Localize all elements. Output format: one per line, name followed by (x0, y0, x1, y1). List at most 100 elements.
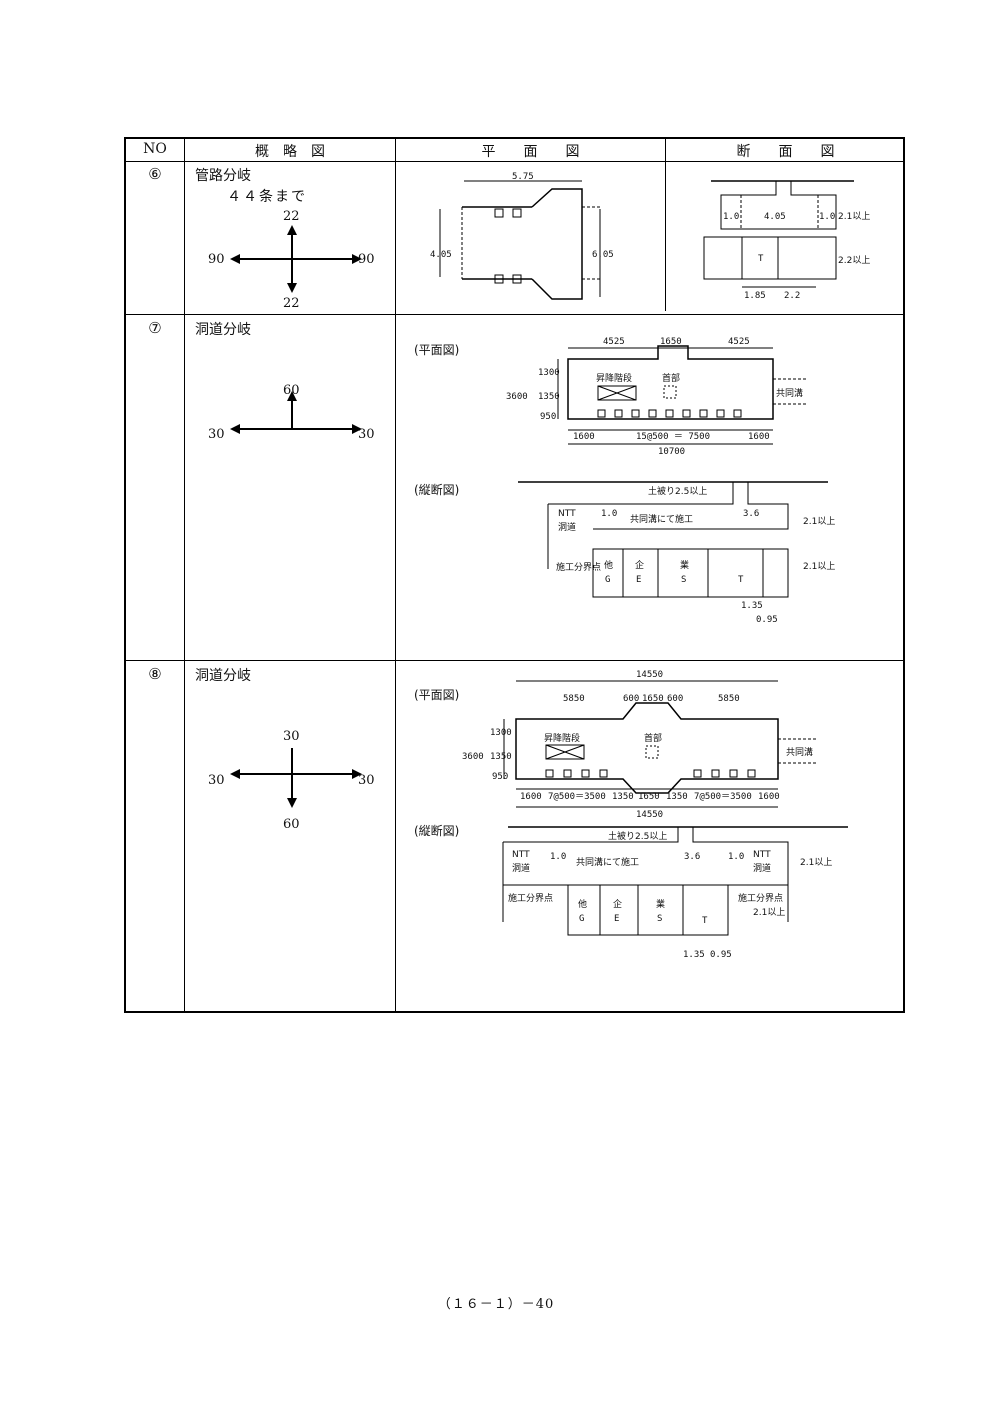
dimension-label: 600 (667, 694, 683, 704)
dimension-label: 1600 (520, 792, 542, 802)
dimension-label: 7@500＝3500 (548, 792, 606, 802)
row-title: 洞道分岐 (195, 322, 251, 338)
plan-label: (平面図) (414, 343, 459, 357)
dimension-label: 1350 (538, 392, 560, 402)
dimension-label: 14550 (636, 670, 663, 680)
header-plan: 平 面 図 (481, 144, 580, 160)
dimension-label: 洞道 (512, 862, 530, 874)
dimension-label: 14550 (636, 810, 663, 820)
dimension-label: T (702, 916, 708, 926)
section-drawing: 1.0 4.05 1.0 2.1以上 T 2.2以上 1.85 2.2 (703, 180, 870, 301)
tee-arrow-diagram (230, 391, 362, 434)
dimension-label: 0.95 (756, 615, 778, 625)
dimension-label: 950 (540, 412, 556, 422)
header-no: NO (143, 141, 167, 157)
dimension-label: 他 (578, 898, 587, 910)
dimension-label: 2.1以上 (800, 857, 832, 868)
dimension-label: 1300 (538, 368, 560, 378)
plan-and-long-drawing: (平面図) 4525 1650 4525 1300 1350 950 3600 … (414, 337, 835, 625)
dimension-label: 1350 (612, 792, 634, 802)
dimension-label: 5850 (563, 694, 585, 704)
dimension-label: E (636, 575, 641, 585)
sketch-top-value: 60 (283, 383, 300, 398)
dimension-label: 3.6 (743, 509, 759, 519)
dimension-label: 1650 (642, 694, 664, 704)
section-h1: 2.1以上 (838, 211, 870, 222)
header-section: 断 面 図 (736, 144, 835, 160)
dimension-label: 2.1以上 (753, 907, 785, 918)
dimension-label: 1.0 (728, 852, 744, 862)
row-number: ⑧ (148, 665, 162, 683)
dimension-label: G (605, 575, 610, 585)
dimension-label: 施工分界点 (738, 892, 783, 904)
dimension-label: 1350 (490, 752, 512, 762)
dimension-label: 企 (635, 559, 644, 571)
dimension-label: 1650 (638, 792, 660, 802)
dimension-label: 1600 (758, 792, 780, 802)
dimension-label: 業 (680, 559, 689, 571)
dimension-label: 3.6 (684, 852, 700, 862)
dimension-label: 3600 (506, 392, 528, 402)
col-divider (665, 139, 666, 311)
dimension-label: 4525 (728, 337, 750, 347)
dimension-label: 0.95 (710, 950, 732, 960)
dimension-label: 600 (623, 694, 639, 704)
cable-hole-row (545, 769, 756, 778)
dimension-label: 昇降階段 (596, 372, 632, 384)
cable-hole-row (597, 409, 742, 418)
section-d3: 1.0 (819, 212, 835, 222)
dimension-label: 1300 (490, 728, 512, 738)
dimension-label: 2.1以上 (803, 516, 835, 527)
plan-drawing: 5.75 4.05 6.05 (430, 172, 614, 300)
dimension-label: 7@500＝3500 (694, 792, 752, 802)
sketch-right-value: 30 (358, 427, 375, 442)
section-b1: 1.85 (744, 291, 766, 301)
dimension-label: 5850 (718, 694, 740, 704)
dimension-label: 洞道 (558, 521, 576, 533)
sketch-right-value: 30 (358, 773, 375, 788)
dimension-label: 1.35 (741, 601, 763, 611)
dimension-label: 950 (492, 772, 508, 782)
plan-dim-right: 6.05 (592, 250, 614, 260)
cross-arrow-diagram (230, 748, 362, 808)
dimension-label: 15@500 ＝ 7500 (636, 432, 710, 442)
dimension-label: 企 (613, 898, 622, 910)
long-label: (縦断図) (414, 482, 459, 497)
dimension-label: 4525 (603, 337, 625, 347)
dimension-label: 10700 (658, 447, 685, 457)
dimension-label: 共同溝 (776, 387, 803, 399)
dimension-label: T (738, 575, 744, 585)
sketch-left-value: 90 (208, 252, 225, 267)
sketch-left-value: 30 (208, 773, 225, 788)
dimension-label: E (614, 914, 619, 924)
branch-table: NO 概 略 図 平 面 図 断 面 図 ⑥ 管路分岐 ４４条まで 22 90 … (124, 137, 905, 1013)
dimension-label: 1.0 (550, 852, 566, 862)
row-subtitle: ４４条まで (227, 189, 307, 205)
plan-and-long-drawing: (平面図) 14550 5850 600 1650 600 5850 1300 … (414, 670, 848, 960)
section-t: T (758, 254, 764, 264)
cross-arrow-diagram (230, 225, 362, 293)
dimension-label: 他 (604, 559, 613, 571)
row-divider (126, 660, 903, 661)
long-label: (縦断図) (414, 823, 459, 838)
row-title: 洞道分岐 (195, 668, 251, 684)
section-b2: 2.2 (784, 291, 800, 301)
col-divider (184, 139, 185, 1011)
dimension-label: 首部 (662, 372, 680, 384)
row-number: ⑦ (148, 319, 162, 337)
sketch-top-value: 30 (283, 729, 300, 744)
dimension-label: 土被り2.5以上 (648, 485, 707, 497)
dimension-label: S (657, 914, 662, 924)
dimension-label: 土被り2.5以上 (608, 830, 667, 842)
section-d2: 4.05 (764, 212, 786, 222)
dimension-label: NTT (558, 509, 576, 519)
dimension-label: G (579, 914, 584, 924)
row-title: 管路分岐 (195, 168, 251, 184)
col-divider (395, 139, 396, 1011)
section-h2: 2.2以上 (838, 255, 870, 266)
dimension-label: 洞道 (753, 862, 771, 874)
dimension-label: 1600 (573, 432, 595, 442)
dimension-label: 共同溝にて施工 (576, 856, 639, 868)
dimension-label: 昇降階段 (544, 732, 580, 744)
dimension-label: 施工分界点 (508, 892, 553, 904)
